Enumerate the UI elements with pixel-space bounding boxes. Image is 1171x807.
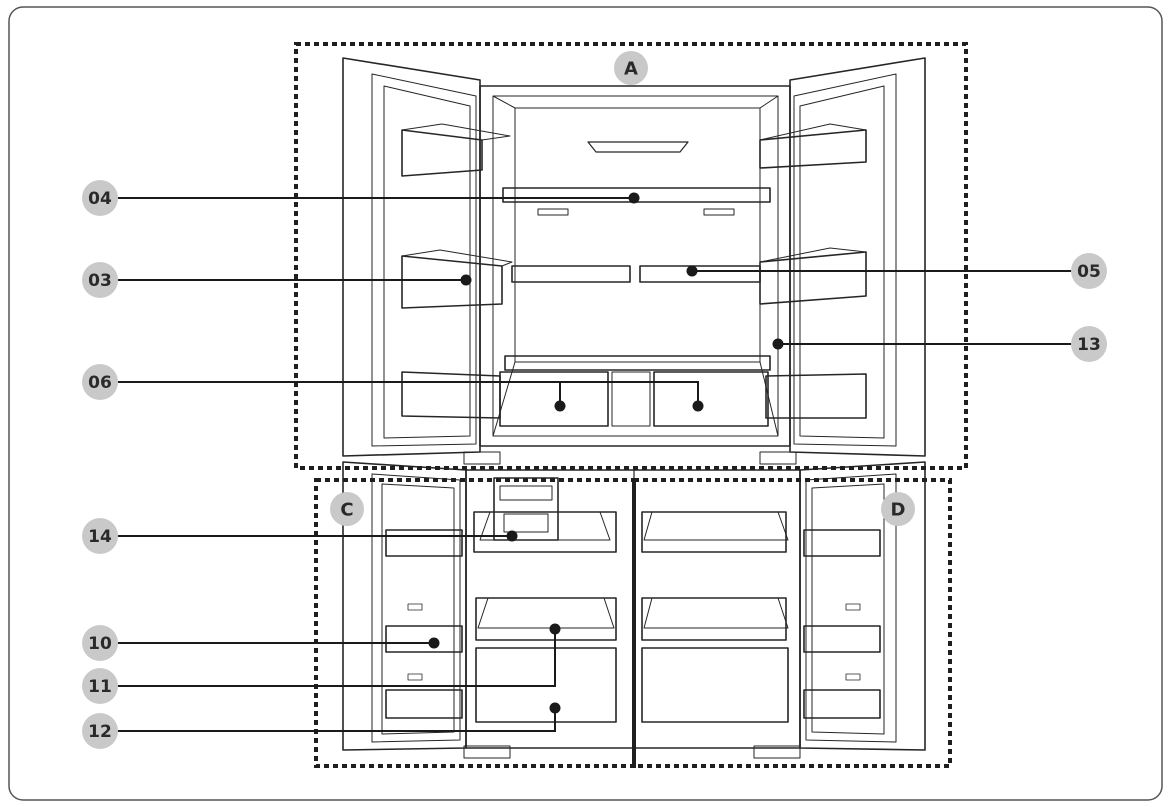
callout-12: 12 <box>82 713 118 749</box>
callout-11-label: 11 <box>88 677 112 697</box>
lower-right-door-bin-2 <box>803 625 881 653</box>
middle-shelf-left <box>511 265 631 283</box>
left-door-bin-3 <box>401 371 501 419</box>
callout-06-label: 06 <box>88 373 112 393</box>
right-door-bin-3 <box>765 373 867 419</box>
zone-d-frame <box>632 478 952 768</box>
point-11 <box>549 623 561 635</box>
lower-right-door <box>799 461 926 751</box>
callout-13: 13 <box>1071 326 1107 362</box>
lower-right-door-bin-1 <box>803 529 881 557</box>
zone-d-badge: D <box>881 492 915 526</box>
right-upper-door <box>789 57 926 457</box>
point-06-left <box>554 400 566 412</box>
left-door-bin-2 <box>401 255 503 309</box>
point-10 <box>428 637 440 649</box>
point-14 <box>506 530 518 542</box>
callout-05: 05 <box>1071 253 1107 289</box>
callout-11: 11 <box>82 668 118 704</box>
callout-06: 06 <box>82 364 118 400</box>
leader-line-12 <box>118 708 556 732</box>
leader-line-06b <box>560 381 699 406</box>
lower-left-door-bin-1 <box>385 529 463 557</box>
callout-05-label: 05 <box>1077 262 1101 282</box>
point-03 <box>460 274 472 286</box>
point-06-right <box>692 400 704 412</box>
callout-03: 03 <box>82 262 118 298</box>
left-door-bin-1 <box>401 129 483 177</box>
lower-left-door-bin-3 <box>385 689 463 719</box>
callout-13-label: 13 <box>1077 335 1101 355</box>
top-light <box>587 141 689 153</box>
callout-04-label: 04 <box>88 189 112 209</box>
callout-10-label: 10 <box>88 634 112 654</box>
crisper-drawer-right <box>653 371 769 427</box>
callout-04: 04 <box>82 180 118 216</box>
lower-right-drawer <box>641 647 789 723</box>
leader-line-11 <box>118 629 556 687</box>
diagram-frame <box>8 6 1163 801</box>
callout-14-label: 14 <box>88 527 112 547</box>
point-13 <box>772 338 784 350</box>
right-door-bin-1 <box>759 129 867 169</box>
point-04 <box>628 192 640 204</box>
right-door-bin-2 <box>759 251 867 305</box>
callout-03-label: 03 <box>88 271 112 291</box>
zone-a-frame <box>294 42 968 470</box>
lower-left-door <box>342 461 467 751</box>
lower-left-drawer <box>475 647 617 723</box>
zone-a-badge: A <box>614 51 648 85</box>
lower-shelf <box>504 355 771 371</box>
point-05 <box>686 265 698 277</box>
callout-12-label: 12 <box>88 722 112 742</box>
point-12 <box>549 702 561 714</box>
zone-d-label: D <box>891 500 906 521</box>
callout-10: 10 <box>82 625 118 661</box>
lower-right-door-bin-3 <box>803 689 881 719</box>
callout-14: 14 <box>82 518 118 554</box>
zone-c-badge: C <box>330 492 364 526</box>
zone-c-label: C <box>340 500 353 521</box>
zone-c-frame <box>314 478 636 768</box>
zone-a-label: A <box>624 59 638 80</box>
